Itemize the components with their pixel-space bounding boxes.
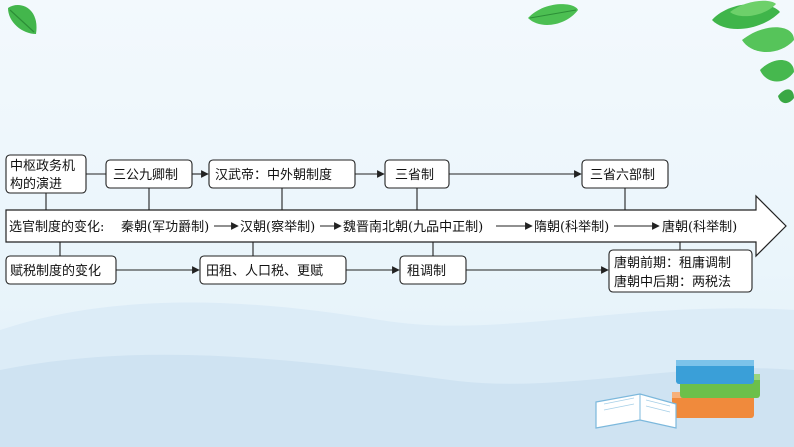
row3-end-label-1: 唐朝前期：租庸调制: [614, 255, 731, 271]
row1-label-sangong: 三公九卿制: [113, 168, 178, 183]
row3-label-tianzu: 田租、人口税、更赋: [206, 264, 323, 279]
row2-item-tang: 唐朝(科举制): [662, 219, 737, 235]
row2-item-weijin: 魏晋南北朝(九品中正制): [343, 219, 483, 235]
row3-label-zudiao: 租调制: [407, 264, 446, 279]
row1-label-sanshengliubu: 三省六部制: [590, 168, 655, 183]
row1-label-sansheng: 三省制: [395, 168, 434, 183]
row2-item-qin: 秦朝(军功爵制): [121, 220, 209, 235]
row2-label: 选官制度的变化:: [9, 219, 104, 235]
row3-end-label-2: 唐朝中后期：两税法: [614, 274, 731, 290]
leaf-icon: [712, 0, 794, 104]
leaf-icon: [528, 4, 578, 25]
row2-item-sui: 隋朝(科举制): [534, 220, 609, 235]
row3-start-label: 赋税制度的变化: [10, 263, 101, 279]
leaf-icon: [8, 5, 37, 34]
row3-end-box: [608, 249, 753, 293]
row1-start-label-2: 构的演进: [10, 176, 62, 192]
row1-start-label-1: 中枢政务机: [10, 158, 75, 174]
row2-item-han: 汉朝(察举制): [240, 220, 315, 235]
timeline-arrow: [5, 194, 787, 258]
books-icon: [595, 360, 760, 429]
row1-label-hanwudi: 汉武帝：中外朝制度: [215, 167, 332, 183]
